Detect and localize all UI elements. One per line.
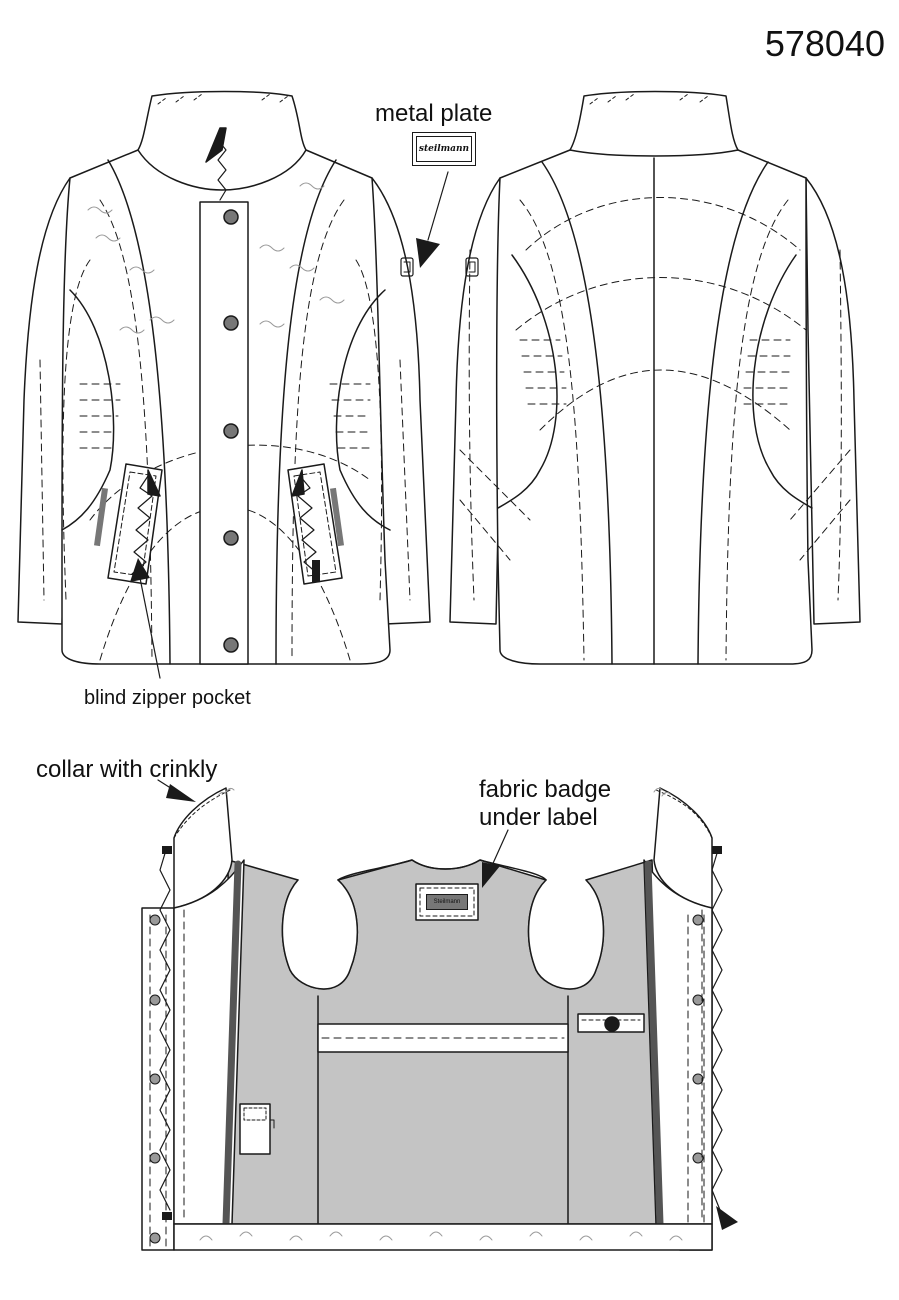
fabric-badge-callout-line2: under label: [479, 803, 598, 831]
style-number: 578040: [764, 23, 885, 64]
front-button: [223, 315, 239, 331]
front-left-sleeve: [17, 177, 73, 625]
fabric-badge-callout: fabric badge under label: [479, 776, 611, 831]
zipper-pocket-arrow: [137, 567, 161, 679]
hem-zip-arrow: [716, 1206, 738, 1230]
collar-arrowhead: [166, 784, 196, 802]
back-sleeve-metal-plate: [465, 257, 479, 277]
badge-arrow: [489, 829, 509, 871]
metal-plate-badge: steilmann: [412, 132, 476, 166]
sleeve-metal-plate: [400, 257, 414, 277]
inside-tab: [577, 1013, 645, 1033]
front-buttons: [223, 209, 239, 653]
metal-plate-brand: steilmann: [418, 144, 470, 154]
metal-plate-arrow: [427, 171, 449, 241]
front-right-sleeve: [371, 177, 431, 625]
zipper-pull: [205, 127, 227, 163]
inside-phone-pocket: [239, 1103, 275, 1155]
front-button: [223, 423, 239, 439]
hem-band: [173, 1223, 713, 1251]
blind-zipper-pocket-callout: blind zipper pocket: [84, 687, 251, 709]
right-blind-zipper-pocket: [287, 463, 345, 585]
badge-arrowhead: [482, 862, 500, 888]
fabric-badge-brand: Steilmann: [433, 899, 461, 905]
zipper-pocket-arrowhead: [130, 558, 150, 582]
back-right-sleeve: [805, 177, 861, 625]
fabric-badge: Steilmann: [426, 894, 468, 910]
back-left-sleeve: [449, 177, 503, 625]
front-placket: [199, 201, 249, 665]
front-button: [223, 209, 239, 225]
back-collar: [569, 90, 739, 157]
left-blind-zipper-pocket: [93, 463, 163, 585]
front-button: [223, 637, 239, 653]
collar-callout: collar with crinkly: [36, 756, 218, 783]
metal-plate-callout: metal plate: [375, 100, 493, 127]
fabric-badge-callout-line1: fabric badge: [479, 776, 612, 803]
front-button: [223, 530, 239, 546]
metal-plate-arrowhead: [416, 238, 440, 268]
